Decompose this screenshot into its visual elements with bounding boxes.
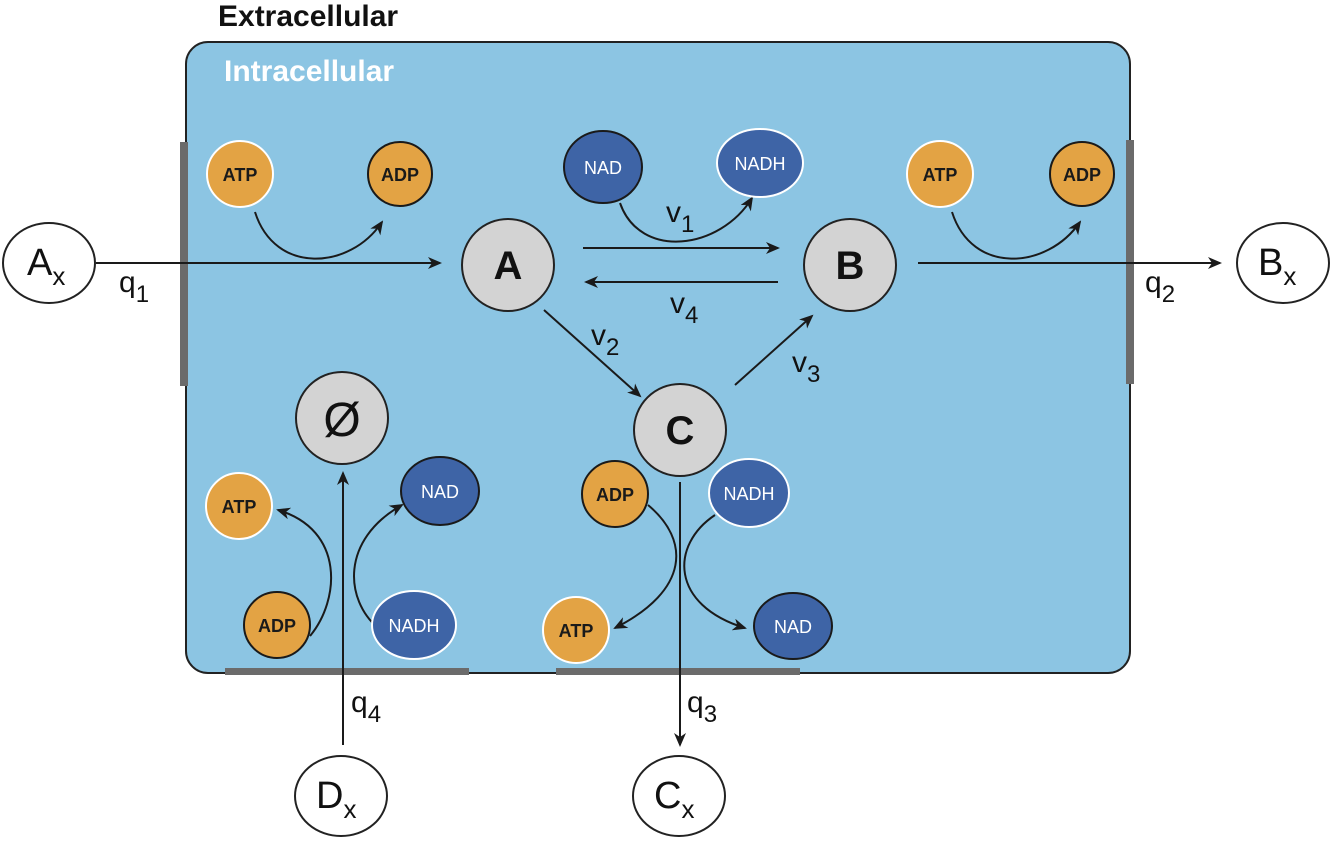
cofactor-nad-q3-label: NAD [774, 617, 812, 637]
metabolite-b: B [803, 218, 897, 312]
arrow-v3 [734, 314, 814, 386]
flux-v3-label: v3 [792, 346, 820, 388]
cofactor-nad-v1: NAD [563, 130, 643, 204]
cofactor-nadh-v1-label: NADH [734, 154, 785, 174]
cofactor-adp-q2: ADP [1049, 141, 1115, 207]
arrow-atp-adp-q2 [951, 211, 1082, 260]
flux-q3-label: q3 [687, 686, 717, 728]
cofactor-nadh-q3-label: NADH [723, 484, 774, 504]
metabolite-empty-label: Ø [323, 394, 360, 447]
transporter-q3 [556, 668, 800, 675]
arrow-atp-adp-q1 [254, 211, 384, 260]
cofactor-nadh-q4-label: NADH [388, 616, 439, 636]
arrow-adp-atp-q4 [276, 507, 333, 637]
arrow-v2 [543, 309, 642, 398]
external-dx: Dx [294, 755, 388, 837]
external-cx-label: Cx [654, 775, 694, 824]
cofactor-atp-q3-label: ATP [559, 621, 594, 641]
arrow-nad-nadh-v1 [619, 196, 754, 243]
cofactor-adp-q1-label: ADP [381, 165, 419, 185]
cofactor-atp-q2-label: ATP [923, 165, 958, 185]
cofactor-nadh-q3: NADH [708, 458, 790, 528]
cofactor-atp-q1: ATP [206, 140, 274, 208]
metabolite-c-label: C [666, 409, 695, 453]
flux-q1-label: q1 [119, 266, 149, 308]
cofactor-atp-q1-label: ATP [223, 165, 258, 185]
metabolite-a: A [461, 218, 555, 312]
cofactor-nad-q4: NAD [400, 456, 480, 526]
cofactor-atp-q3: ATP [542, 596, 610, 664]
arrow-adp-atp-q3 [613, 504, 678, 629]
flux-q2-label: q2 [1145, 266, 1175, 308]
cofactor-adp-q2-label: ADP [1063, 165, 1101, 185]
flux-v4-label: v4 [670, 287, 698, 329]
cofactor-adp-q1: ADP [367, 141, 433, 207]
cofactor-nadh-q4: NADH [371, 590, 457, 660]
external-ax-label: Ax [27, 242, 65, 291]
metabolite-empty: Ø [295, 371, 389, 465]
cofactor-nad-q3: NAD [753, 592, 833, 660]
cofactor-nad-q4-label: NAD [421, 482, 459, 502]
cell-compartment [185, 41, 1131, 674]
arrow-nadh-nad-q3 [683, 514, 747, 631]
cofactor-adp-q4: ADP [243, 591, 311, 659]
flux-q4-label: q4 [351, 686, 381, 728]
cofactor-atp-q2: ATP [906, 140, 974, 208]
metabolite-c: C [633, 383, 727, 477]
cofactor-nadh-v1: NADH [716, 128, 804, 198]
flux-v1-label: v1 [666, 196, 694, 238]
cofactor-adp-q3-label: ADP [596, 485, 634, 505]
cofactor-adp-q4-label: ADP [258, 616, 296, 636]
extracellular-label: Extracellular [218, 0, 398, 33]
metabolite-a-label: A [494, 244, 523, 288]
cofactor-adp-q3: ADP [581, 460, 649, 528]
external-cx: Cx [632, 755, 726, 837]
flux-v2-label: v2 [591, 319, 619, 361]
cofactor-atp-q4: ATP [205, 472, 273, 540]
external-dx-label: Dx [316, 775, 356, 824]
metabolite-b-label: B [836, 244, 865, 288]
cofactor-atp-q4-label: ATP [222, 497, 257, 517]
external-bx-label: Bx [1258, 242, 1296, 291]
intracellular-label: Intracellular [224, 55, 394, 88]
arrow-nadh-nad-q4 [353, 504, 404, 629]
external-ax: Ax [2, 222, 96, 304]
external-bx: Bx [1236, 222, 1330, 304]
cofactor-nad-v1-label: NAD [584, 158, 622, 178]
transporter-q4 [225, 668, 469, 675]
